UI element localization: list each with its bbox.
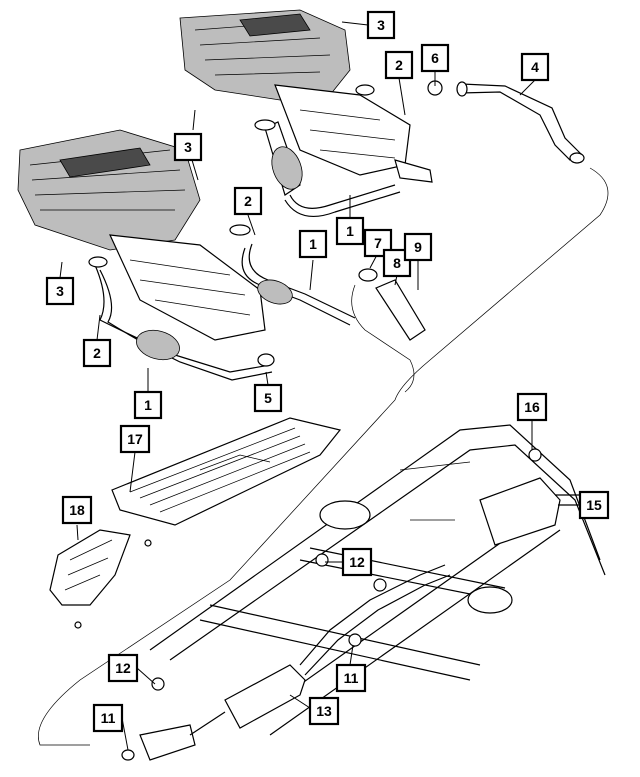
- svg-text:3: 3: [184, 139, 192, 155]
- callout-3-mid: 3: [173, 132, 203, 162]
- callout-1-bottom: 1: [133, 390, 163, 420]
- leader-lines: [59, 21, 580, 751]
- lower-engine-transmission: [17, 129, 426, 393]
- callout-12-left: 12: [107, 653, 139, 683]
- upper-engine-transmission: [179, 9, 433, 218]
- svg-text:5: 5: [264, 390, 272, 406]
- callout-15: 15: [578, 490, 610, 520]
- callout-4: 4: [520, 52, 550, 82]
- callout-1-mid: 1: [298, 229, 328, 259]
- callout-11-right: 11: [335, 663, 367, 693]
- svg-text:1: 1: [309, 236, 317, 252]
- svg-text:8: 8: [393, 255, 401, 271]
- heat-shield-bracket: [49, 529, 152, 629]
- svg-text:1: 1: [346, 223, 354, 239]
- callout-2-top: 2: [384, 50, 414, 80]
- svg-text:2: 2: [395, 57, 403, 73]
- callout-17: 17: [119, 424, 151, 454]
- callout-16: 16: [516, 392, 548, 422]
- callout-8: 8: [382, 248, 412, 278]
- svg-text:12: 12: [349, 554, 365, 570]
- svg-text:2: 2: [244, 193, 252, 209]
- vehicle-frame: [121, 424, 606, 761]
- svg-text:3: 3: [377, 17, 385, 33]
- svg-text:11: 11: [344, 670, 359, 686]
- svg-text:11: 11: [101, 710, 116, 726]
- callout-2-mid: 2: [233, 186, 263, 216]
- callout-11-left: 11: [92, 703, 124, 733]
- skid-plate: [111, 417, 342, 526]
- callout-6: 6: [420, 43, 450, 73]
- svg-text:13: 13: [316, 703, 332, 719]
- callout-2-left: 2: [82, 338, 112, 368]
- callout-7: 7: [363, 228, 393, 258]
- callout-9: 9: [403, 232, 433, 262]
- callout-5: 5: [253, 383, 283, 413]
- svg-text:9: 9: [414, 239, 422, 255]
- svg-text:17: 17: [127, 431, 143, 447]
- svg-text:15: 15: [586, 497, 602, 513]
- callout-3-left: 3: [45, 276, 75, 306]
- svg-text:12: 12: [115, 660, 131, 676]
- svg-text:3: 3: [56, 283, 64, 299]
- callout-13: 13: [308, 696, 340, 726]
- svg-text:7: 7: [374, 235, 382, 251]
- callout-3-top: 3: [366, 10, 396, 40]
- callout-1-top: 1: [335, 216, 365, 246]
- svg-text:2: 2: [93, 345, 101, 361]
- svg-text:1: 1: [144, 397, 152, 413]
- svg-text:6: 6: [431, 50, 439, 66]
- svg-text:16: 16: [524, 399, 540, 415]
- callout-12-right: 12: [341, 547, 373, 577]
- svg-text:18: 18: [69, 502, 85, 518]
- callout-18: 18: [61, 495, 93, 525]
- svg-text:4: 4: [531, 59, 539, 75]
- tailpipe-assembly: [38, 80, 609, 746]
